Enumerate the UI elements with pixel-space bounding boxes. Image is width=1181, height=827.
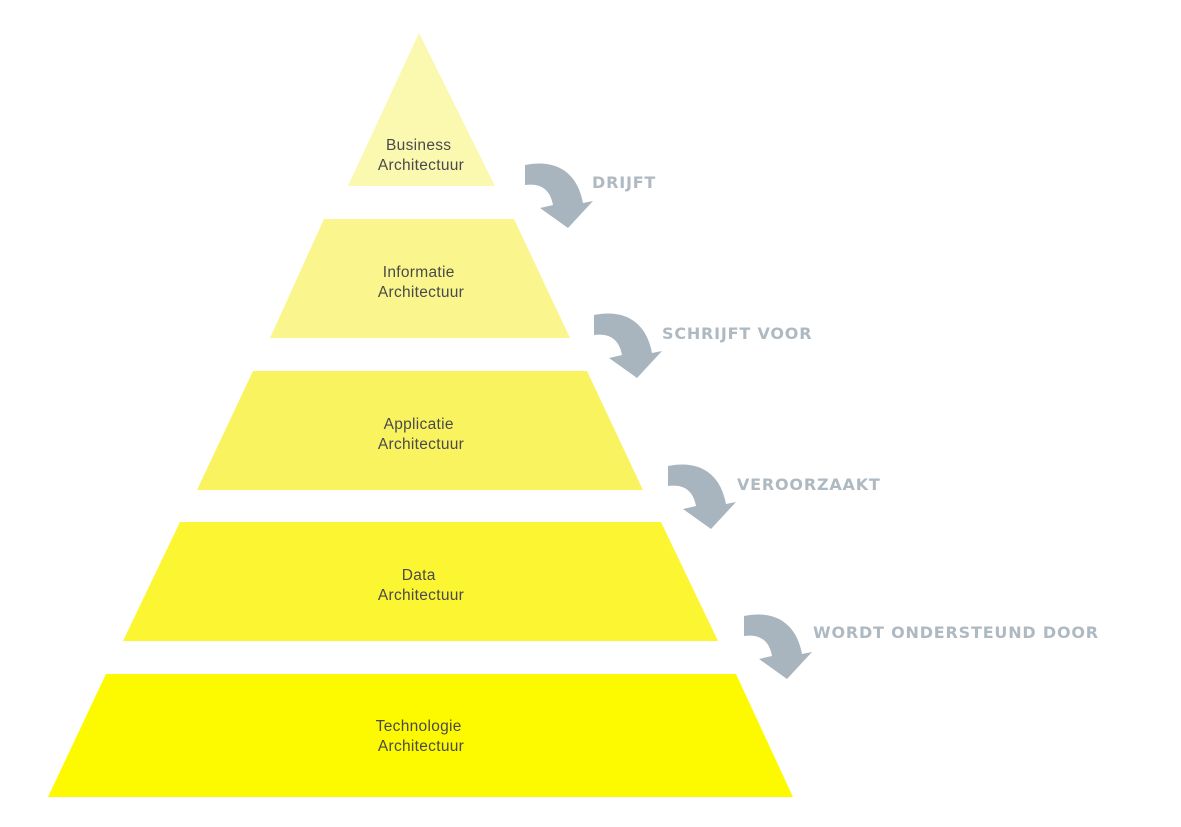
relation-wordt-ondersteund-door-label: WORDT ONDERSTEUND DOOR: [813, 623, 1099, 642]
layer-informatie-line1: Informatie: [383, 264, 455, 281]
relation-schrijft-voor: SCHRIJFT VOOR: [594, 313, 812, 378]
layer-informatie-line2: Architectuur: [378, 284, 464, 301]
layer-data-label: Data Architectuur: [378, 567, 464, 604]
layer-data-shape: [123, 522, 718, 641]
layer-data-line1: Data: [402, 567, 436, 584]
layer-applicatie-label: Applicatie Architectuur: [378, 416, 464, 453]
layer-applicatie-shape: [197, 371, 643, 490]
layer-technologie-shape: [48, 674, 793, 797]
layer-technologie: Technologie Architectuur: [48, 674, 793, 797]
layer-technologie-line1: Technologie: [376, 718, 462, 735]
layer-data: Data Architectuur: [123, 522, 718, 641]
relation-veroorzaakt: VEROORZAAKT: [668, 464, 881, 529]
curved-down-arrow-icon: [744, 614, 812, 679]
layer-informatie: Informatie Architectuur: [270, 219, 570, 338]
layer-informatie-label: Informatie Architectuur: [378, 264, 464, 301]
curved-down-arrow-icon: [594, 313, 662, 378]
layer-applicatie-line2: Architectuur: [378, 436, 464, 453]
curved-down-arrow-icon: [525, 163, 593, 228]
relation-drijft: DRIJFT: [525, 163, 656, 228]
layer-technologie-line2: Architectuur: [378, 738, 464, 755]
layer-business-line2: Architectuur: [378, 157, 464, 174]
layer-applicatie: Applicatie Architectuur: [197, 371, 643, 490]
curved-down-arrow-icon: [668, 464, 736, 529]
layer-informatie-shape: [270, 219, 570, 338]
layer-business: Business Architectuur: [348, 33, 495, 186]
layer-data-line2: Architectuur: [378, 587, 464, 604]
layer-business-shape: [348, 33, 495, 186]
layer-technologie-label: Technologie Architectuur: [376, 718, 467, 755]
relation-veroorzaakt-label: VEROORZAAKT: [737, 475, 881, 494]
layer-applicatie-line1: Applicatie: [384, 416, 454, 433]
layer-business-line1: Business: [386, 137, 451, 154]
relation-drijft-label: DRIJFT: [592, 173, 656, 192]
relation-schrijft-voor-label: SCHRIJFT VOOR: [662, 324, 812, 343]
layer-business-label: Business Architectuur: [378, 137, 464, 174]
relation-wordt-ondersteund-door: WORDT ONDERSTEUND DOOR: [744, 614, 1099, 679]
